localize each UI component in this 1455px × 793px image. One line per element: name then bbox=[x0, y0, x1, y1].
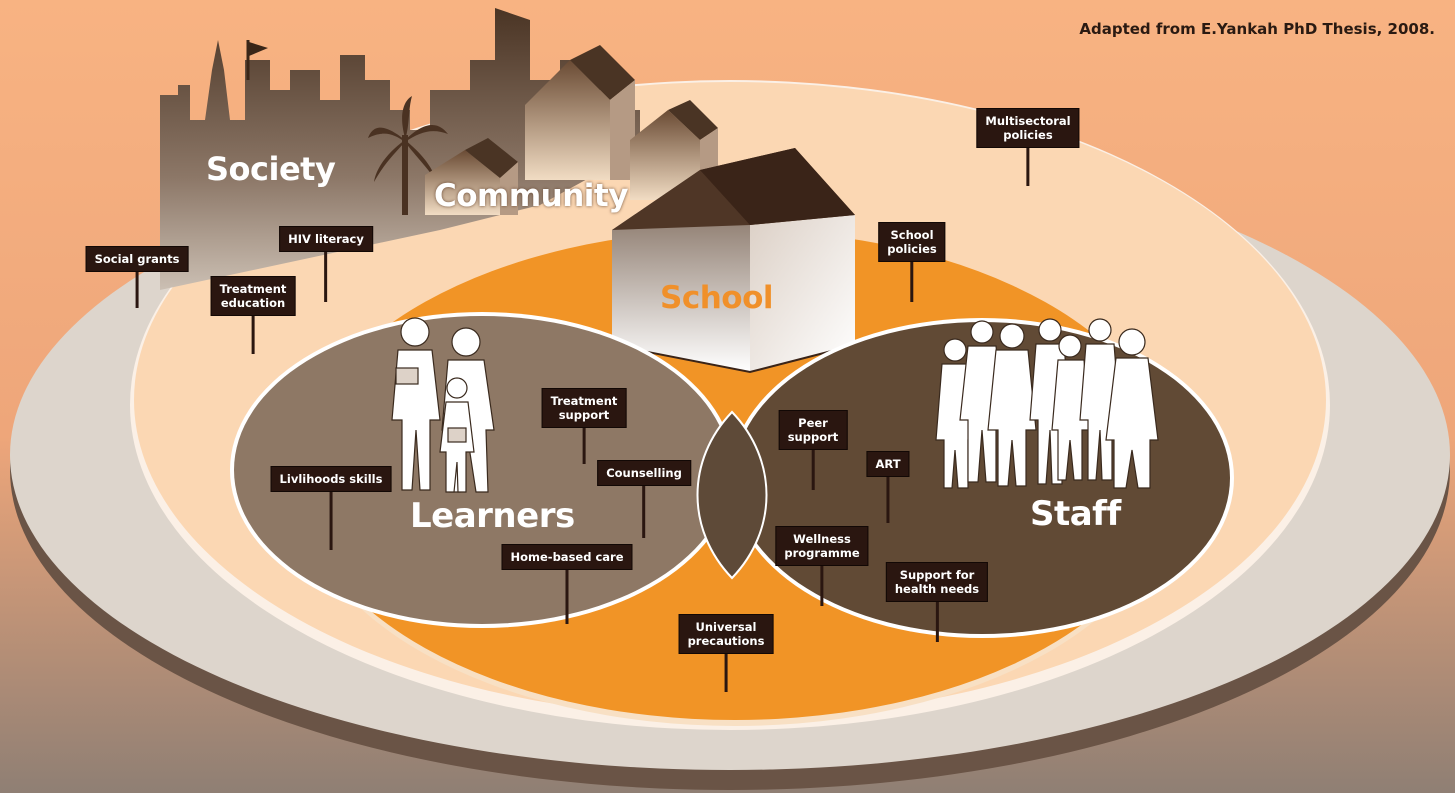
sign-post bbox=[565, 570, 569, 624]
sign-hiv-literacy: HIV literacy bbox=[279, 226, 373, 302]
sign-label: Peer support bbox=[778, 410, 848, 450]
flag bbox=[249, 42, 268, 56]
school-building bbox=[611, 148, 856, 374]
learners-figures bbox=[391, 317, 495, 493]
sign-treatment-support: Treatment support bbox=[541, 388, 627, 464]
label-community: Community bbox=[434, 178, 628, 214]
sign-label: Support for health needs bbox=[885, 562, 989, 602]
source-credit: Adapted from E.Yankah PhD Thesis, 2008. bbox=[1079, 20, 1435, 38]
palm-tree bbox=[368, 96, 448, 215]
sign-label: Treatment education bbox=[210, 276, 296, 316]
label-learners: Learners bbox=[410, 496, 575, 536]
sign-post bbox=[251, 316, 255, 354]
sign-wellness-programme: Wellness programme bbox=[775, 526, 869, 606]
sign-post bbox=[935, 602, 939, 642]
sign-post bbox=[811, 450, 815, 490]
sign-post bbox=[642, 486, 646, 538]
sign-post bbox=[820, 566, 824, 606]
sign-label: Counselling bbox=[597, 460, 691, 486]
sign-label: Home-based care bbox=[501, 544, 633, 570]
sign-post bbox=[582, 428, 586, 464]
sign-label: Treatment support bbox=[541, 388, 627, 428]
sign-post bbox=[886, 477, 890, 523]
sign-support-health-needs: Support for health needs bbox=[885, 562, 989, 642]
sign-post bbox=[135, 272, 139, 308]
sign-label: Social grants bbox=[85, 246, 189, 272]
sign-label: Wellness programme bbox=[775, 526, 869, 566]
staff-figures bbox=[935, 318, 1159, 489]
sign-livelihoods-skills: Livlihoods skills bbox=[270, 466, 392, 550]
sign-label: School policies bbox=[878, 222, 946, 262]
sign-post bbox=[724, 654, 728, 692]
overlap-lens bbox=[696, 410, 768, 580]
sign-label: Livlihoods skills bbox=[270, 466, 392, 492]
city-skyline bbox=[160, 8, 640, 290]
sign-counselling: Counselling bbox=[597, 460, 691, 538]
label-staff: Staff bbox=[1030, 494, 1121, 534]
sign-multisectoral-policies: Multisectoral policies bbox=[976, 108, 1080, 186]
sign-post bbox=[324, 252, 328, 302]
sign-label: HIV literacy bbox=[279, 226, 373, 252]
label-society: Society bbox=[206, 150, 336, 188]
sign-treatment-education: Treatment education bbox=[210, 276, 296, 354]
sign-post bbox=[1026, 148, 1030, 186]
sign-peer-support: Peer support bbox=[778, 410, 848, 490]
sign-label: Multisectoral policies bbox=[976, 108, 1080, 148]
sign-art: ART bbox=[866, 451, 910, 523]
sign-post bbox=[910, 262, 914, 302]
label-school: School bbox=[660, 280, 774, 316]
sign-label: ART bbox=[866, 451, 910, 477]
sign-post bbox=[329, 492, 333, 550]
sign-social-grants: Social grants bbox=[85, 246, 189, 308]
sign-school-policies: School policies bbox=[878, 222, 946, 302]
sign-universal-precautions: Universal precautions bbox=[678, 614, 774, 692]
sign-label: Universal precautions bbox=[678, 614, 774, 654]
sign-home-based-care: Home-based care bbox=[501, 544, 633, 624]
